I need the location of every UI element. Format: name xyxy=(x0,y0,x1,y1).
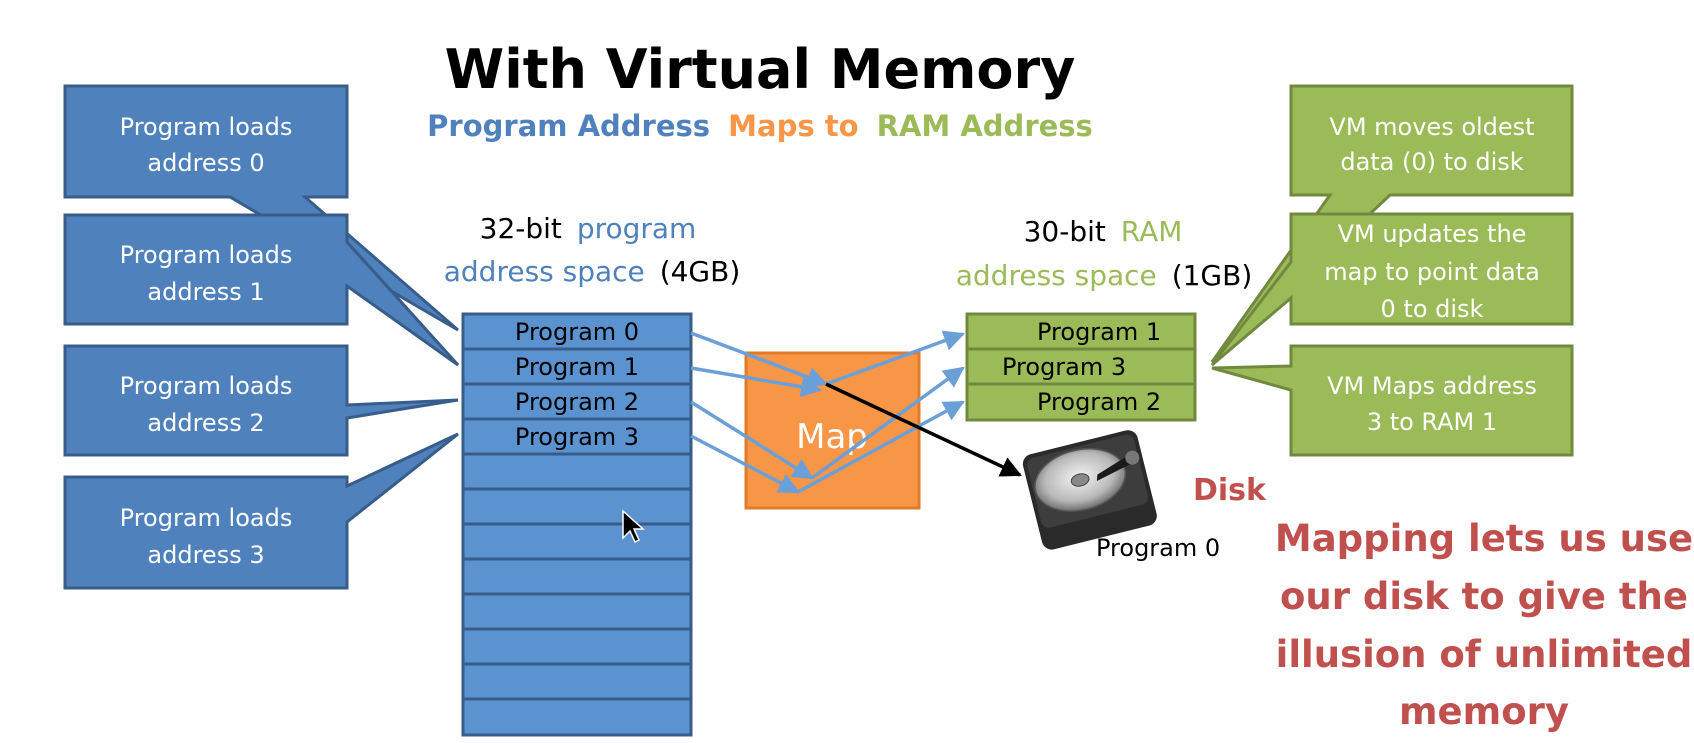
arrow-prog1-to-map xyxy=(690,366,823,398)
right-callouts: VM moves oldest data (0) to disk VM upda… xyxy=(1210,84,1574,457)
callout-0-line1: Program loads xyxy=(120,113,293,141)
arrow-prog2-to-map xyxy=(690,400,814,480)
vm-callout-2-line1: VM Maps address xyxy=(1327,372,1537,400)
arrow-map-to-ram3 xyxy=(797,400,965,494)
program-slot-0: Program 0 xyxy=(515,318,639,346)
subtitle-program-address: Program Address xyxy=(427,109,710,143)
subtitle-maps-to: Maps to xyxy=(728,109,858,143)
program-address-space: Program 0 Program 1 Program 2 Program 3 xyxy=(461,312,693,737)
ram-address-space: Program 1 Program 3 Program 2 xyxy=(965,312,1197,422)
callout-load-address-2: Program loads address 2 xyxy=(63,344,459,457)
conclusion-text: Mapping lets us use our disk to give the… xyxy=(1275,517,1693,733)
program-space-label-line2: address space (4GB) xyxy=(444,255,741,288)
mouse-cursor-icon xyxy=(622,509,645,544)
conclusion-line1: Mapping lets us use xyxy=(1275,517,1693,560)
disk-spindle xyxy=(1070,473,1090,487)
ram-slots: Program 1 Program 3 Program 2 xyxy=(1002,318,1161,416)
callout-2-line2: address 2 xyxy=(147,409,264,437)
callout-load-address-3: Program loads address 3 xyxy=(63,432,459,590)
vm-callout-2-line2: 3 to RAM 1 xyxy=(1367,408,1497,436)
arrow-map-to-disk xyxy=(825,382,1022,477)
conclusion-line2: our disk to give the xyxy=(1280,575,1688,618)
subtitle-ram-address: RAM Address xyxy=(877,109,1093,143)
callout-vm-updates-map: VM updates the map to point data 0 to di… xyxy=(1210,212,1574,367)
vm-callout-0-line1: VM moves oldest xyxy=(1329,113,1534,141)
hard-disk-icon xyxy=(1022,430,1157,550)
map-box xyxy=(744,351,921,510)
page-title: With Virtual Memory xyxy=(445,38,1076,101)
arrow-prog3-to-map xyxy=(690,434,800,494)
vm-callout-0-line2: data (0) to disk xyxy=(1340,148,1523,176)
callout-0-line2: address 0 xyxy=(147,149,264,177)
callout-3-line2: address 3 xyxy=(147,541,264,569)
callout-load-address-1: Program loads address 1 xyxy=(63,213,460,367)
vm-callout-1-line3: 0 to disk xyxy=(1381,295,1484,323)
arrow-map-to-ram1 xyxy=(825,330,965,386)
disk-content-label: Program 0 xyxy=(1096,534,1220,562)
ram-space-label-line2: address space (1GB) xyxy=(956,259,1253,292)
arrow-prog0-to-map xyxy=(690,331,828,388)
left-callouts: Program loads address 0 Program loads ad… xyxy=(63,84,460,590)
program-slots: Program 0 Program 1 Program 2 Program 3 xyxy=(515,318,639,451)
callout-1-line2: address 1 xyxy=(147,278,264,306)
subtitle: Program Address Maps to RAM Address xyxy=(427,109,1093,143)
callout-3-line1: Program loads xyxy=(120,504,293,532)
ram-address-column xyxy=(965,312,1197,422)
program-slot-dividers xyxy=(463,347,691,701)
mapping-arrows xyxy=(690,330,965,494)
disk-arm-pivot xyxy=(1125,450,1140,465)
vm-callout-1-line2: map to point data xyxy=(1324,258,1540,286)
program-slot-1: Program 1 xyxy=(515,353,639,381)
vm-callout-1-line1: VM updates the xyxy=(1338,220,1527,248)
callout-vm-maps-address: VM Maps address 3 to RAM 1 xyxy=(1211,344,1574,457)
program-slot-3: Program 3 xyxy=(515,423,639,451)
disk-label: Disk xyxy=(1193,473,1267,508)
conclusion-line4: memory xyxy=(1399,690,1569,733)
ram-space-label-line1: 30-bit RAM xyxy=(1024,215,1183,248)
ram-slot-2: Program 2 xyxy=(1037,388,1161,416)
ram-slot-0: Program 1 xyxy=(1037,318,1161,346)
ram-slot-1: Program 3 xyxy=(1002,353,1126,381)
ram-slot-dividers xyxy=(967,347,1195,386)
callout-2-line1: Program loads xyxy=(120,372,293,400)
program-space-label-line1: 32-bit program xyxy=(480,212,697,245)
conclusion-line3: illusion of unlimited xyxy=(1276,633,1693,676)
callout-1-line1: Program loads xyxy=(120,241,293,269)
map-label: Map xyxy=(796,417,868,457)
arrow-map-to-ram2 xyxy=(810,366,965,480)
program-slot-2: Program 2 xyxy=(515,388,639,416)
